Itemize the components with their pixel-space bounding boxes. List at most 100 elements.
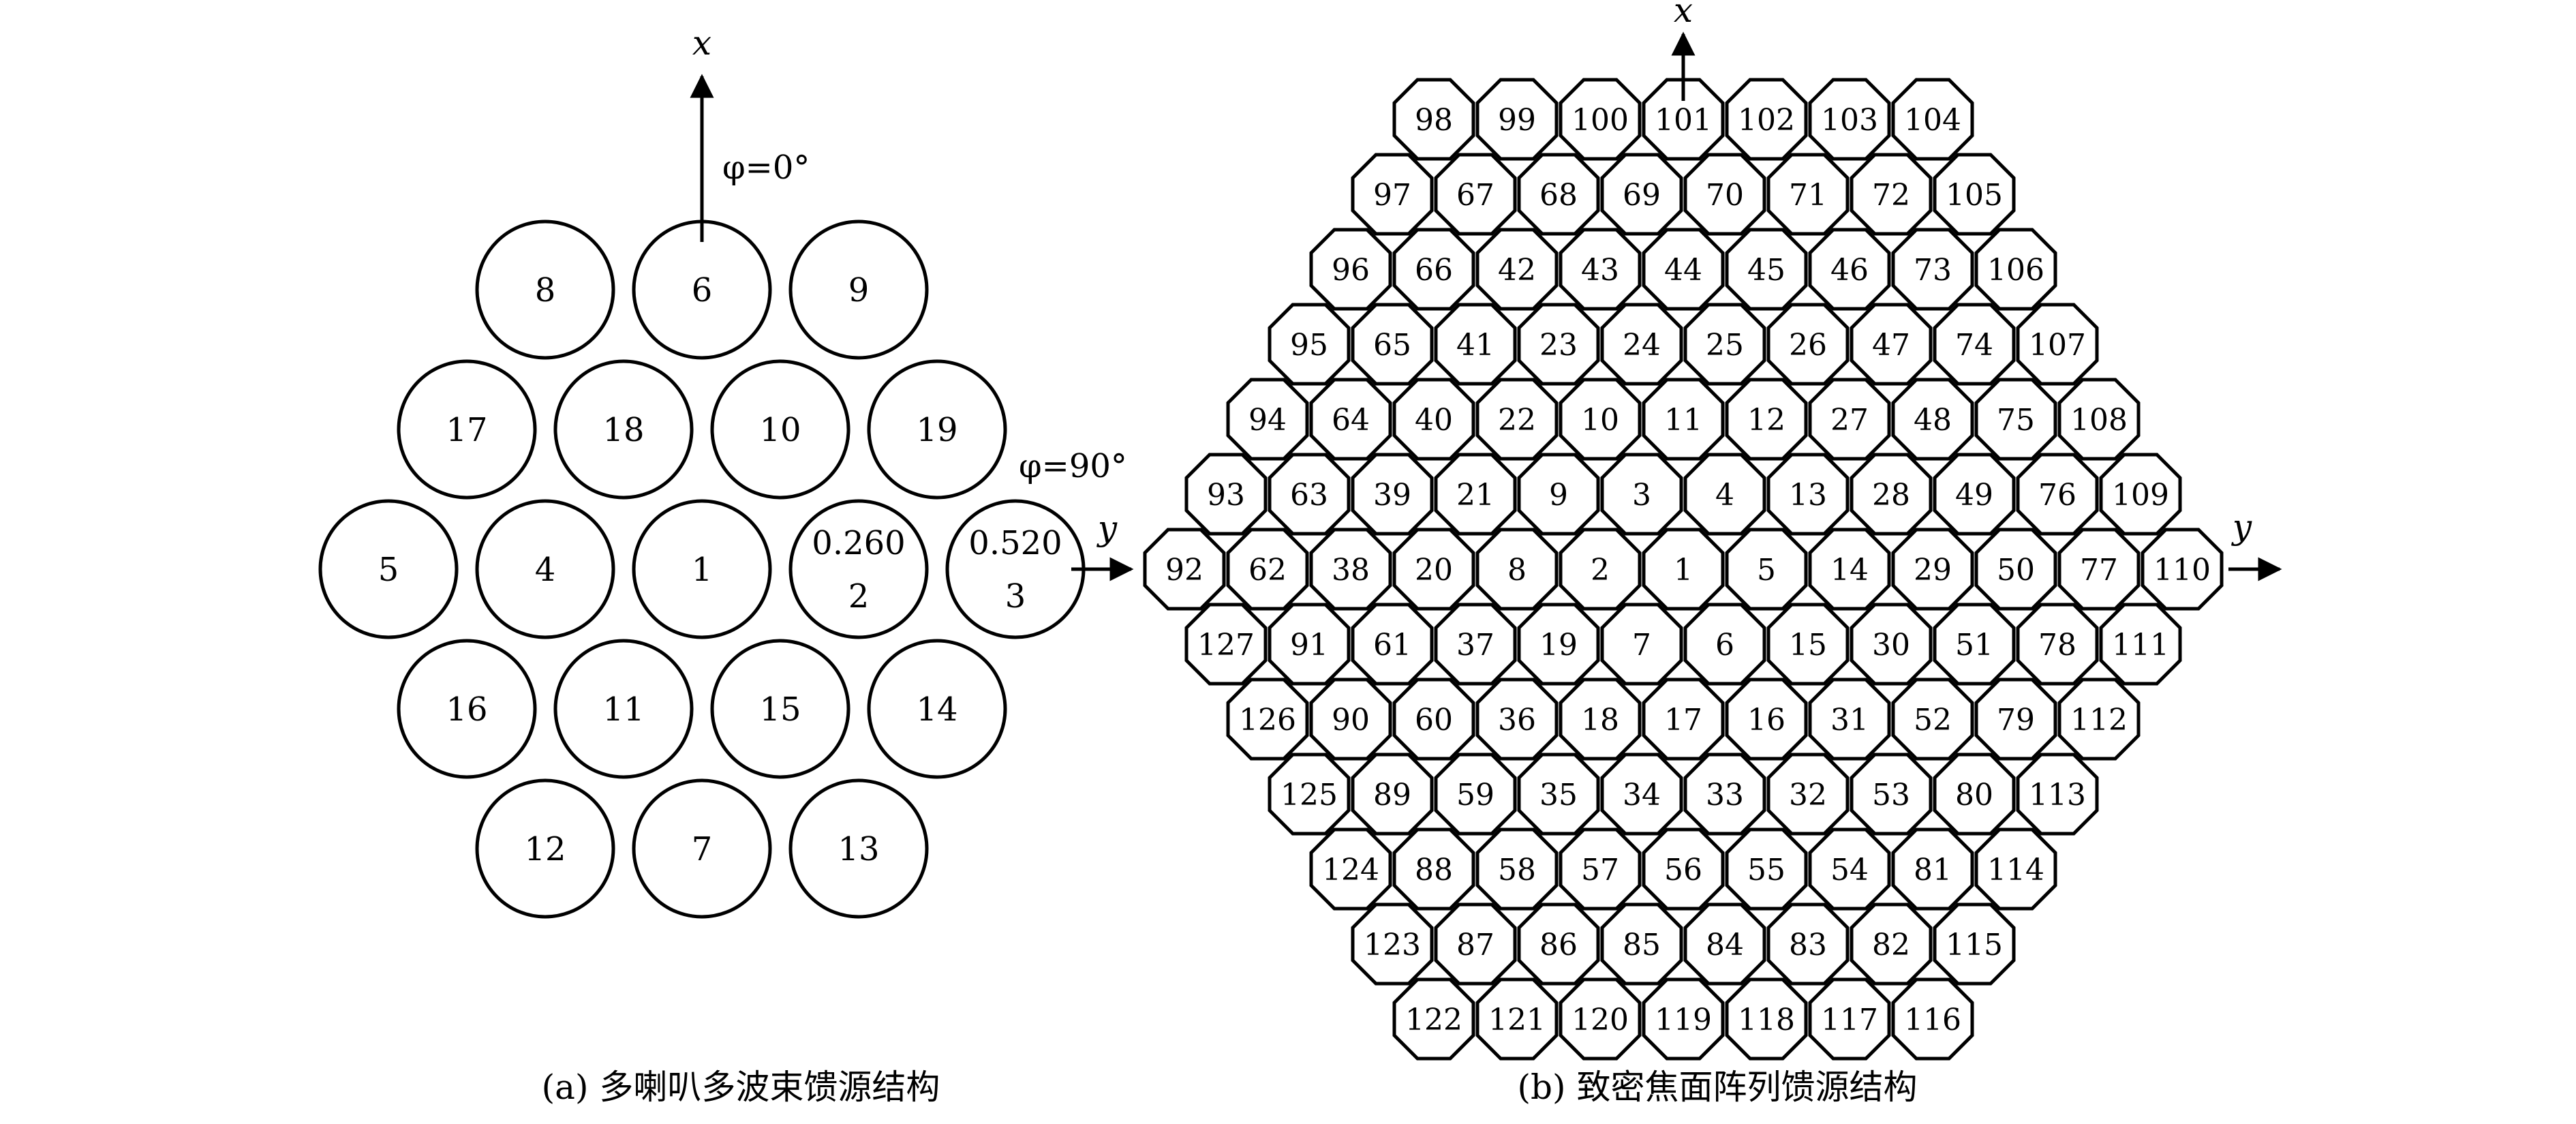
- feed-cell-octagon: [2016, 453, 2099, 536]
- feed-cell-octagon: [1933, 603, 2016, 686]
- horn-circle: [553, 639, 694, 779]
- feed-cell-label: 107: [2029, 328, 2086, 363]
- feed-cell: 67: [1434, 153, 1517, 236]
- feed-cell-label: 126: [1239, 703, 1296, 738]
- feed-cell-octagon: [2099, 603, 2182, 686]
- feed-cell: 107: [2016, 303, 2099, 386]
- horn-label: 0.520: [968, 524, 1062, 562]
- feed-cell: 104: [1891, 78, 1974, 161]
- horn-circle: [945, 499, 1086, 639]
- horn-label: 0.260: [812, 524, 905, 562]
- feed-cell-label: 98: [1415, 103, 1453, 138]
- feed-cell: 68: [1517, 153, 1600, 236]
- feed-cell: 100: [1559, 78, 1642, 161]
- feed-cell-octagon: [1725, 827, 1808, 911]
- feed-cell-label: 80: [1955, 778, 1993, 812]
- horn-circle: [788, 219, 929, 360]
- feed-cell-label: 54: [1830, 853, 1869, 887]
- feed-cell-octagon: [1642, 827, 1725, 911]
- feed-cell-label: 106: [1987, 253, 2044, 288]
- feed-cell-label: 69: [1623, 178, 1661, 213]
- feed-cell-label: 32: [1789, 778, 1827, 812]
- feed-cell-octagon: [1642, 228, 1725, 311]
- feed-cell: 59: [1434, 753, 1517, 836]
- horn-circle: [788, 499, 929, 639]
- horn-label: 9: [848, 271, 870, 309]
- feed-cell-octagon: [1559, 977, 1642, 1061]
- feed-cell: 54: [1808, 827, 1891, 911]
- feed-cell: 42: [1475, 228, 1559, 311]
- feed-cell: 60: [1392, 678, 1475, 761]
- feed-cell: 29: [1891, 528, 1974, 611]
- feed-cell-octagon: [1725, 977, 1808, 1061]
- feed-cell: 36: [1475, 678, 1559, 761]
- feed-cell: 57: [1559, 827, 1642, 911]
- feed-cell: 108: [2057, 378, 2141, 461]
- feed-cell-octagon: [1309, 528, 1392, 611]
- feed-cell-octagon: [1475, 977, 1559, 1061]
- horn-label: 7: [692, 830, 713, 868]
- feed-cell-octagon: [1683, 753, 1766, 836]
- feed-cell-label: 63: [1290, 478, 1328, 513]
- panel-a-y-axis-label: y: [1097, 508, 1118, 548]
- feed-cell-label: 104: [1904, 103, 1961, 138]
- feed-cell-octagon: [1974, 827, 2057, 911]
- feed-cell-octagon: [1725, 378, 1808, 461]
- feed-cell-label: 64: [1332, 403, 1370, 438]
- feed-cell-label: 12: [1747, 403, 1785, 438]
- feed-cell-octagon: [1475, 78, 1559, 161]
- feed-cell: 82: [1850, 902, 1933, 986]
- feed-cell: 85: [1600, 902, 1683, 986]
- feed-cell-label: 23: [1539, 328, 1578, 363]
- feed-cell-octagon: [1683, 902, 1766, 986]
- feed-cell: 10: [1559, 378, 1642, 461]
- horn: 5: [318, 499, 459, 639]
- feed-cell-octagon: [1559, 378, 1642, 461]
- feed-cell: 115: [1933, 902, 2016, 986]
- feed-cell-octagon: [1850, 902, 1933, 986]
- feed-cell-octagon: [1808, 977, 1891, 1061]
- feed-cell-octagon: [1475, 528, 1559, 611]
- feed-cell: 30: [1850, 603, 1933, 686]
- feed-cell-octagon: [1434, 453, 1517, 536]
- horn: 11: [553, 639, 694, 779]
- feed-cell-label: 90: [1332, 703, 1370, 738]
- feed-cell-label: 127: [1197, 628, 1255, 663]
- feed-cell-label: 40: [1415, 403, 1453, 438]
- feed-cell-octagon: [1766, 453, 1850, 536]
- feed-cell-octagon: [1351, 753, 1434, 836]
- feed-cell-label: 18: [1581, 703, 1619, 738]
- feed-cell-octagon: [1891, 378, 1974, 461]
- feed-cell-label: 89: [1373, 778, 1411, 812]
- feed-cell: 32: [1766, 753, 1850, 836]
- feed-cell-octagon: [1974, 528, 2057, 611]
- feed-cell: 28: [1850, 453, 1933, 536]
- feed-cell-label: 62: [1248, 553, 1287, 588]
- feed-cell-label: 124: [1322, 853, 1379, 887]
- feed-cell-octagon: [1517, 753, 1600, 836]
- feed-cell-octagon: [1559, 228, 1642, 311]
- horn: 8: [475, 219, 615, 360]
- horn: 12: [475, 778, 615, 919]
- feed-cell-label: 110: [2153, 553, 2211, 588]
- feed-cell: 118: [1725, 977, 1808, 1061]
- feed-cell-label: 86: [1539, 928, 1578, 962]
- feed-cell-octagon: [1850, 753, 1933, 836]
- feed-cell-label: 113: [2029, 778, 2086, 812]
- feed-cell: 14: [1808, 528, 1891, 611]
- feed-cell-label: 119: [1655, 1003, 1712, 1037]
- feed-cell-octagon: [1974, 228, 2057, 311]
- feed-cell-octagon: [1184, 603, 1268, 686]
- feed-cell-label: 22: [1498, 403, 1536, 438]
- feed-cell-octagon: [1683, 603, 1766, 686]
- feed-cell-label: 92: [1165, 553, 1203, 588]
- feed-cell-label: 2: [1591, 553, 1610, 588]
- feed-cell-label: 30: [1872, 628, 1910, 663]
- feed-cell-label: 35: [1539, 778, 1578, 812]
